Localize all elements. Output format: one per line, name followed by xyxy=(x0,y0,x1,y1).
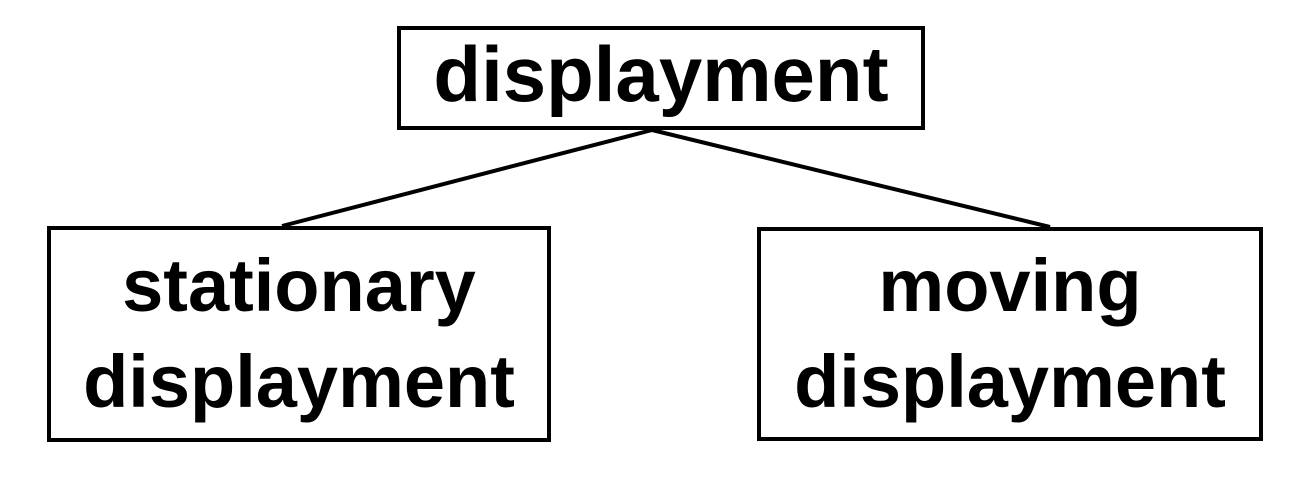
connector-root-to-stationary xyxy=(281,128,653,228)
connector-root-to-moving xyxy=(651,128,1051,229)
moving-label-line2: displayment xyxy=(794,340,1226,423)
moving-displayment-label: moving displayment xyxy=(794,238,1226,430)
stationary-label-line1: stationary xyxy=(122,243,476,327)
stationary-label-line2: displayment xyxy=(83,340,515,423)
moving-label-line1: moving xyxy=(878,243,1142,327)
stationary-displayment-label: stationary displayment xyxy=(83,238,515,430)
root-node-box: displayment xyxy=(397,26,925,130)
stationary-displayment-node-box: stationary displayment xyxy=(47,226,551,442)
moving-displayment-node-box: moving displayment xyxy=(757,227,1263,441)
root-node-label: displayment xyxy=(433,30,889,118)
